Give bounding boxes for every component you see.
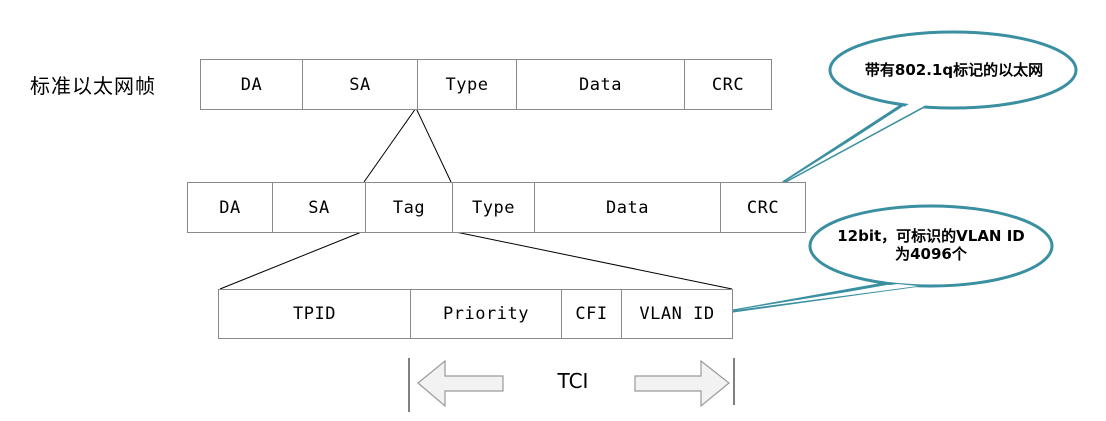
tci-label: TCI <box>557 369 589 393</box>
callout-text-vlan-id-line2: 为4096个 <box>895 245 967 263</box>
tci-left-arrow-icon <box>417 359 504 408</box>
standard-frame-field-crc: CRC <box>685 60 772 109</box>
tag-field-vlan-id: VLAN ID <box>622 290 733 338</box>
tag-expand-line-right <box>450 230 733 290</box>
tag-field-priority: Priority <box>411 290 562 338</box>
tci-right-arrow-icon <box>634 359 730 408</box>
standard-frame-row: DA SA Type Data CRC <box>200 59 772 110</box>
standard-frame-field-type: Type <box>418 60 517 109</box>
tagged-frame-field-data: Data <box>535 183 721 232</box>
callout-bubble-tagged-frame <box>782 30 1078 184</box>
tag-expand-line-left <box>219 230 365 290</box>
tagged-frame-field-crc: CRC <box>721 183 806 232</box>
standard-frame-field-da: DA <box>201 60 303 109</box>
tagged-frame-field-type: Type <box>453 183 535 232</box>
standard-frame-title: 标准以太网帧 <box>30 74 156 98</box>
tag-field-cfi: CFI <box>562 290 622 338</box>
tagged-frame-row: DA SA Tag Type Data CRC <box>187 182 806 233</box>
standard-frame-field-data: Data <box>517 60 685 109</box>
callout-bubble-vlan-id <box>731 204 1054 313</box>
standard-frame-field-sa: SA <box>303 60 418 109</box>
callout-text-tagged-frame: 带有802.1q标记的以太网 <box>864 61 1044 79</box>
callout-text-vlan-id: 12bit，可标识的VLAN ID 为4096个 <box>816 227 1046 263</box>
tag-field-tpid: TPID <box>219 290 411 338</box>
callout-text-vlan-id-line1: 12bit，可标识的VLAN ID <box>837 227 1025 245</box>
expand-line-right <box>415 107 452 183</box>
expand-line-left <box>363 107 417 183</box>
tagged-frame-field-sa: SA <box>273 183 366 232</box>
tagged-frame-field-da: DA <box>188 183 273 232</box>
tag-fields-row: TPID Priority CFI VLAN ID <box>218 289 733 339</box>
tagged-frame-field-tag: Tag <box>366 183 453 232</box>
